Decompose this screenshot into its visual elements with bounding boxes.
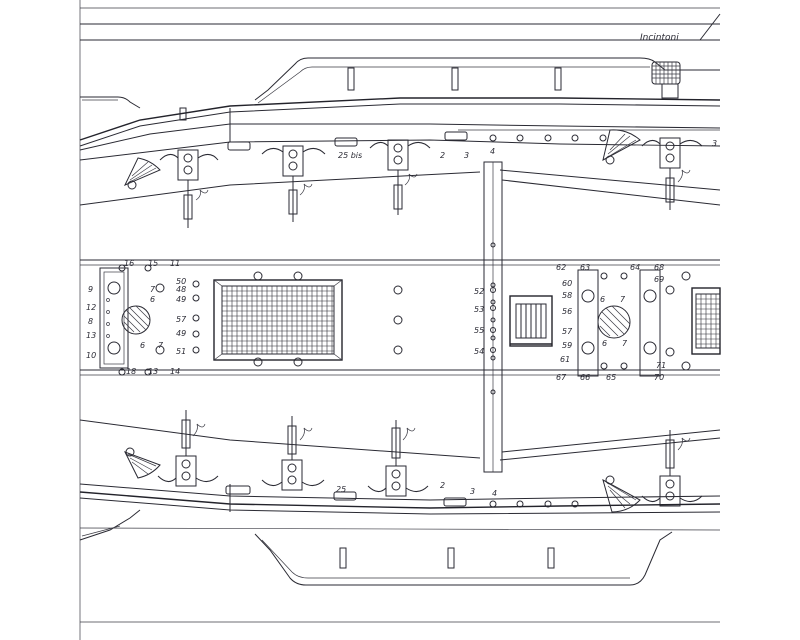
fitting-label: 48 (176, 285, 186, 294)
hatch-label: 6 (602, 339, 607, 348)
hatch-label: 10 (86, 351, 96, 360)
fitting-label: 57 (176, 315, 187, 324)
hatch-label: 56 (562, 307, 572, 316)
hatch-label: 57 (562, 327, 573, 336)
fitting-label: 50 (176, 277, 186, 286)
mid-column-fittings: 52 53 55 54 (474, 287, 496, 356)
title-label: Incintoni (640, 33, 679, 43)
fitting-label: 49 (176, 329, 186, 338)
hatch-label: 6 (600, 295, 605, 304)
top-deadeye-1 (159, 149, 219, 228)
fitting-label: 52 (474, 287, 484, 296)
hatch-label: 61 (560, 355, 570, 364)
hatch-label: 16 (124, 259, 134, 268)
left-column-fittings: 50 48 49 57 49 51 (176, 271, 403, 367)
hatch-label: 9 (88, 285, 93, 294)
rig-label: 3 (464, 151, 469, 160)
bottom-deadeye-1 (157, 410, 219, 487)
hatch-label: 7 (622, 339, 628, 348)
bottom-fan-fitting-right (602, 475, 641, 513)
rig-label: 3 (712, 139, 717, 148)
hatch-label: 11 (170, 259, 180, 268)
bottom-bulwark (79, 483, 721, 623)
hatch-label: 64 (630, 263, 640, 272)
hatch-label: 71 (656, 361, 666, 370)
top-rigging-labels: 25 bis 2 3 4 3 (338, 139, 717, 160)
hatch-label: 12 (86, 303, 96, 312)
right-grating (691, 287, 721, 355)
hatch-label: 13 (148, 367, 158, 376)
hatch-label: 6 (140, 341, 145, 350)
rig-label: 2 (440, 481, 445, 490)
fitting-label: 53 (474, 305, 484, 314)
rig-label: 25 (336, 485, 346, 494)
top-bulwark (79, 57, 721, 161)
rig-label: 4 (490, 147, 495, 156)
left-hatch: 16 15 11 9 12 8 13 10 18 13 14 7 6 6 7 (86, 259, 180, 376)
hatch-label: 65 (606, 373, 616, 382)
hatch-label: 58 (562, 291, 572, 300)
hatch-label: 7 (620, 295, 626, 304)
hatch-label: 59 (562, 341, 572, 350)
hatch-label: 18 (126, 367, 136, 376)
hatch-label: 70 (654, 373, 664, 382)
companion-hatch (509, 295, 553, 347)
hatch-label: 13 (86, 331, 96, 340)
top-deadeye-2 (261, 145, 326, 222)
hatch-label: 7 (158, 341, 164, 350)
fitting-label: 55 (474, 326, 484, 335)
hatch-label: 68 (654, 263, 664, 272)
bottom-deadeye-3 (367, 420, 429, 497)
hatch-label: 66 (580, 373, 590, 382)
fitting-label: 49 (176, 295, 186, 304)
hatch-label: 69 (654, 275, 664, 284)
deck-structure (79, 161, 721, 473)
hatch-label: 63 (580, 263, 590, 272)
hatch-label: 67 (556, 373, 567, 382)
top-fan-fitting-left (123, 157, 161, 190)
rig-label: 4 (492, 489, 497, 498)
hatch-label: 7 (150, 285, 156, 294)
fitting-label: 54 (474, 347, 484, 356)
hatch-label: 15 (148, 259, 158, 268)
title-block: Incintoni (80, 7, 721, 43)
hatch-label: 62 (556, 263, 566, 272)
top-fan-fitting-right (602, 129, 641, 165)
bottom-deadeye-2 (261, 416, 325, 491)
hatch-label: 6 (150, 295, 155, 304)
top-deadeye-3 (369, 139, 431, 215)
hatch-label: 8 (88, 317, 93, 326)
rig-label: 25 bis (338, 151, 362, 160)
top-deadeye-4 (641, 137, 703, 210)
bottom-deadeye-4 (641, 430, 703, 507)
rig-label: 3 (470, 487, 475, 496)
bottom-fan-fitting-left (123, 447, 161, 479)
fitting-label: 51 (176, 347, 186, 356)
right-hatch: 62 63 64 68 60 58 69 56 57 59 61 67 66 6… (556, 263, 691, 382)
hatch-label: 60 (562, 279, 572, 288)
rig-label: 2 (440, 151, 445, 160)
bottom-rigging-labels: 25 2 3 4 (336, 481, 497, 498)
hatch-label: 14 (170, 367, 180, 376)
main-grating (213, 279, 343, 361)
